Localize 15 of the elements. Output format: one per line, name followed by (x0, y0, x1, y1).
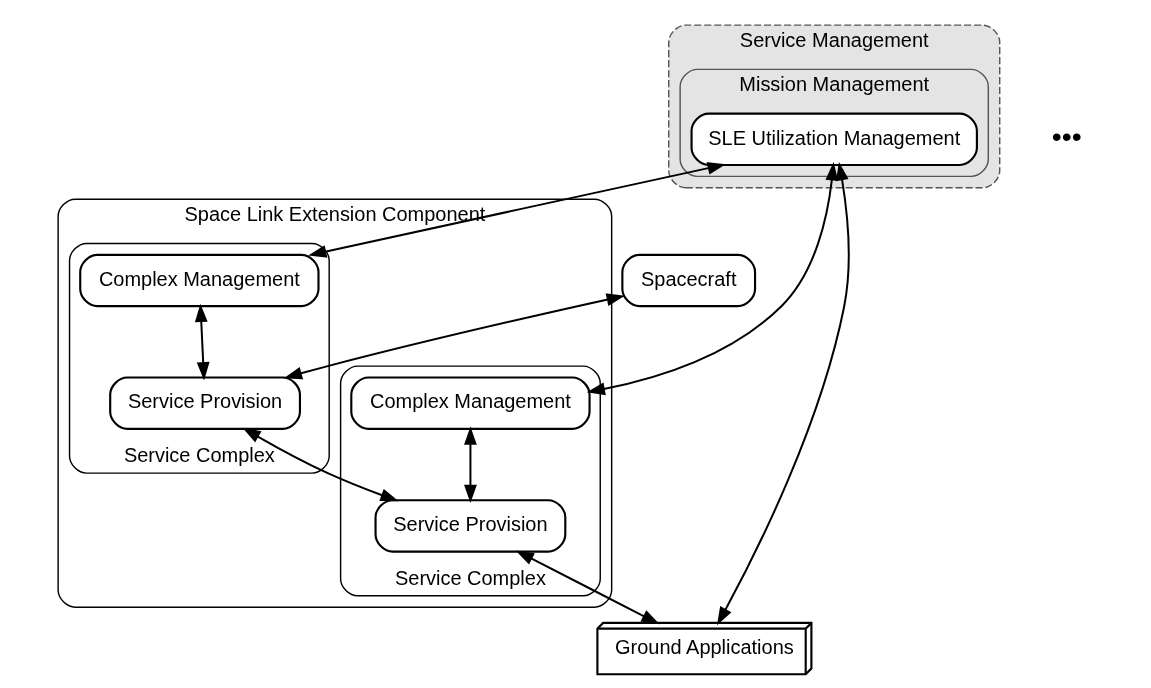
node-box: Service Provision (108, 376, 301, 430)
arrow (716, 162, 850, 626)
arrow (307, 161, 726, 258)
arrow (463, 426, 477, 504)
arrow (515, 550, 660, 625)
label: ••• (1051, 120, 1082, 153)
node-box: Spacecraft (620, 253, 756, 308)
node-box: Complex Management (78, 253, 320, 308)
arrow (242, 427, 399, 502)
arrow (194, 303, 210, 381)
arrow (586, 162, 838, 396)
node-box: Service Provision (374, 499, 566, 553)
node-box: Complex Management (349, 376, 591, 430)
arrow (283, 293, 625, 380)
node-box: SLE Utilization Management (690, 112, 978, 166)
